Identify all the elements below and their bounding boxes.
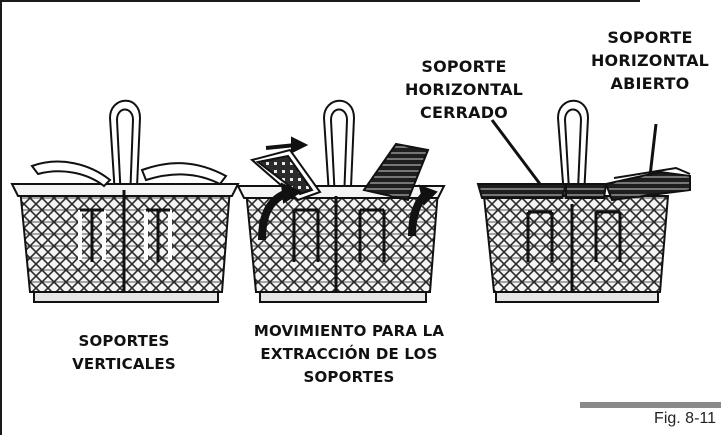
basket-movement [236,99,446,303]
frame-top-border [0,0,640,2]
figure-caption-bar [580,402,721,408]
label-open-horizontal-support: SOPORTE HORIZONTAL ABIERTO [590,28,710,93]
label-movement-extraction: MOVIMIENTO PARA LA EXTRACCIÓN DE LOS SOP… [253,322,445,386]
label-closed-horizontal-support: SOPORTE HORIZONTAL CERRADO [404,57,524,122]
figure-caption: Fig. 8-11 [654,410,716,427]
basket-horizontal-supports [476,99,691,303]
basket-vertical-supports [10,99,240,303]
frame-left-border [0,0,2,435]
label-vertical-supports: SOPORTES VERTICALES [72,332,176,373]
